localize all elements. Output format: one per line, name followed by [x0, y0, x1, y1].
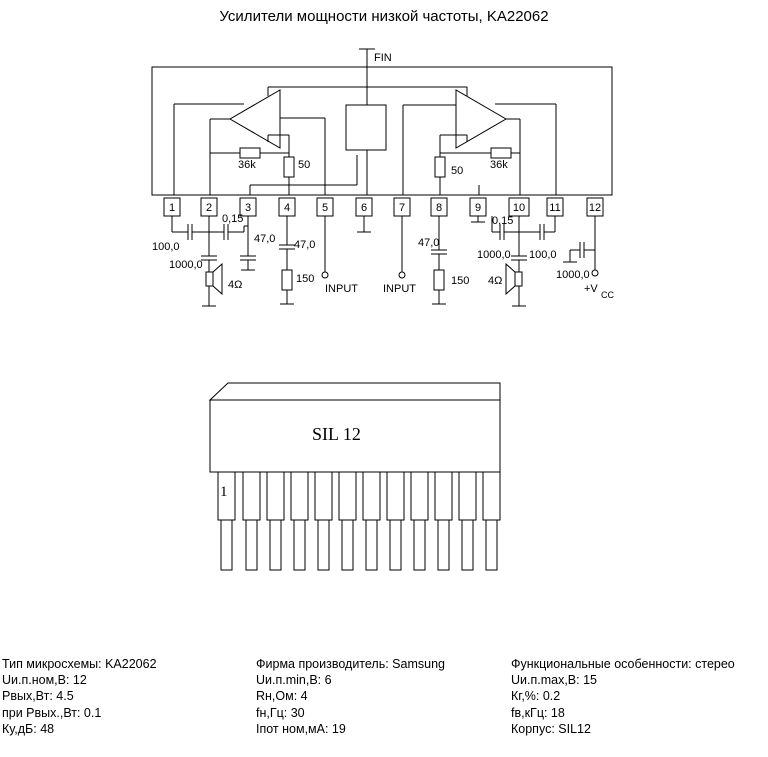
spec-item: Рвых,Вт: 4.5 [2, 689, 74, 704]
external-circuit [171, 216, 599, 307]
spec-item: Функциональные особенности: стерео [511, 657, 735, 671]
fin-label: FIN [374, 52, 392, 64]
spec-item: Кг,%: 0.2 [511, 689, 561, 704]
spec-item: fн,Гц: 30 [256, 705, 305, 720]
vcc-terminal [591, 269, 599, 277]
capacitor-label: 47,0 [418, 237, 439, 249]
pin-number: 11 [549, 202, 560, 214]
resistor-label: 50 [451, 165, 463, 177]
specs-column-1: Тип микросхемы: KA22062 Uи.п.ном,В: 12 Р… [2, 656, 157, 737]
speaker-label: 4Ω [228, 279, 242, 291]
spec-item: Фирма производитель: Samsung [256, 657, 445, 671]
resistor-label: 50 [298, 159, 310, 171]
spec-item: Iпот ном,мА: 19 [256, 721, 346, 736]
capacitor-label: 100,0 [152, 241, 180, 253]
specs-column-3: Функциональные особенности: стерео Uи.п.… [511, 656, 735, 737]
capacitor-label: 47,0 [294, 239, 315, 251]
pin-number: 2 [206, 202, 212, 214]
pin-number: 1 [169, 202, 175, 214]
spec-item: Rн,Ом: 4 [256, 689, 308, 704]
vcc-sub-label: CC [601, 290, 614, 300]
spec-item: Тип микросхемы: KA22062 [2, 657, 157, 671]
input-label: INPUT [383, 283, 416, 295]
capacitor-label: 1000,0 [169, 259, 203, 271]
capacitor-label: 100,0 [529, 249, 557, 261]
speaker-label: 4Ω [488, 275, 502, 287]
bias-block [345, 104, 387, 151]
pin-number: 9 [475, 202, 481, 214]
package-label: SIL 12 [312, 424, 361, 444]
vcc-label: +V [584, 283, 598, 295]
resistor-label: 36k [238, 159, 256, 171]
amplifier-left [229, 89, 281, 149]
spec-item: Uи.п.min,В: 6 [256, 673, 332, 688]
capacitor-label: 1000,0 [556, 269, 590, 281]
input-label: INPUT [325, 283, 358, 295]
pin-number: 3 [245, 202, 251, 214]
resistor-label: 150 [296, 273, 314, 285]
pin-number: 5 [322, 202, 328, 214]
capacitor-label: 47,0 [254, 233, 275, 245]
spec-item: fв,кГц: 18 [511, 705, 565, 720]
resistor-label: 150 [451, 275, 469, 287]
capacitor-label: 1000,0 [477, 249, 511, 261]
spec-item: Uи.п.ном,В: 12 [2, 673, 87, 688]
spec-item: Uи.п.max,В: 15 [511, 673, 597, 688]
ic-body [151, 48, 613, 196]
specs-column-2: Фирма производитель: Samsung Uи.п.min,В:… [256, 656, 445, 737]
package-sil12 [208, 382, 501, 571]
pin-number: 6 [361, 202, 367, 214]
pin1-marker: 1 [220, 484, 228, 500]
pin-number: 10 [513, 202, 525, 214]
speaker-left-icon [205, 271, 214, 287]
capacitor-label: 0,15 [222, 213, 243, 225]
spec-item: при Рвых.,Вт: 0.1 [2, 705, 102, 720]
diagram-title: Усилители мощности низкой частоты, KA220… [219, 8, 549, 25]
capacitor-label: 0,15 [492, 215, 513, 227]
spec-item: Ку,дБ: 48 [2, 721, 55, 736]
pin-number: 4 [284, 202, 290, 214]
amplifier-right [455, 89, 507, 149]
pin-number: 12 [589, 202, 601, 214]
pin-numbers: 1 2 3 4 5 6 7 8 9 10 11 12 [169, 202, 601, 214]
resistor-label: 36k [490, 159, 508, 171]
speaker-right-icon [514, 271, 523, 287]
spec-item: Корпус: SIL12 [511, 721, 591, 736]
pin-number: 8 [436, 202, 442, 214]
pin-number: 7 [399, 202, 405, 214]
